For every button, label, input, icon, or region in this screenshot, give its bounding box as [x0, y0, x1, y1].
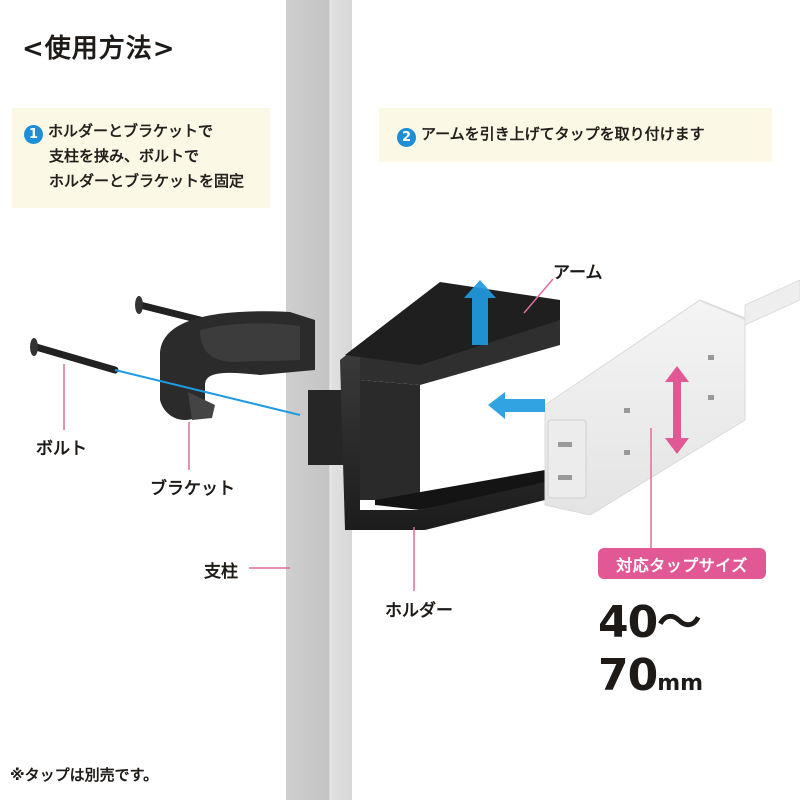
holder: [308, 282, 560, 530]
label-holder: ホルダー: [385, 601, 453, 621]
step-1-number-icon: 1: [24, 125, 43, 144]
step-1-line-2: 支柱を挟み、ボルトで: [49, 147, 200, 165]
step-2-text: アームを引き上げてタップを取り付けます: [421, 125, 705, 143]
up-arrow-icon: [464, 280, 496, 345]
label-pole: 支柱: [204, 562, 238, 582]
label-bolt: ボルト: [36, 439, 87, 459]
bracket: [160, 311, 315, 421]
label-arm: アーム: [553, 263, 603, 283]
double-headed-arrow-icon: [665, 366, 689, 454]
leader-lines: [63, 278, 652, 591]
page-title: <使用方法>: [22, 34, 176, 64]
step-1-line-3: ホルダーとブラケットを固定: [49, 172, 245, 190]
size-unit: mm: [657, 671, 704, 696]
footnote: ※タップは別売です。: [10, 766, 159, 784]
label-bracket: ブラケット: [150, 479, 235, 499]
step-2-box: 2 アームを引き上げてタップを取り付けます: [379, 108, 772, 162]
step-2-number-icon: 2: [397, 128, 416, 147]
insert-arrow-icon: [488, 392, 545, 419]
compatible-size-value: 40〜70mm: [598, 597, 704, 701]
compatible-size-badge: 対応タップサイズ: [598, 548, 766, 579]
power-strip: [544, 279, 800, 516]
